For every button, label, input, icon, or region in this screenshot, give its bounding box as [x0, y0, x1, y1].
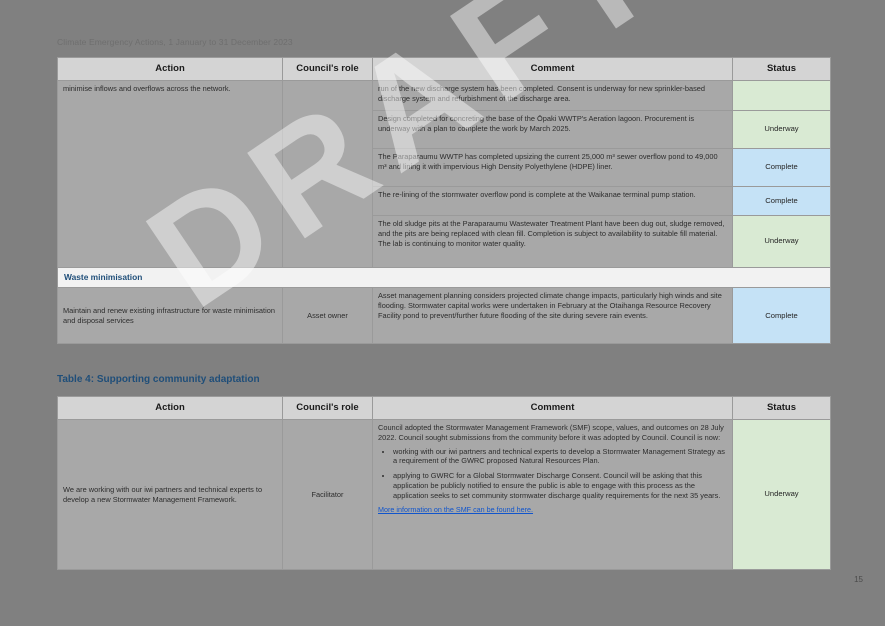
cell-role: Asset owner	[282, 287, 373, 345]
column-header-role: Council's role	[282, 57, 373, 81]
table-row: We are working with our iwi partners and…	[57, 419, 831, 570]
list-item: working with our iwi partners and techni…	[393, 447, 727, 467]
status-badge: Underway	[732, 215, 831, 268]
table-row: Maintain and renew existing infrastructu…	[57, 287, 831, 345]
status-badge: Complete	[732, 148, 831, 187]
comment-intro-text: Council adopted the Stormwater Managemen…	[378, 423, 724, 442]
cell-action: We are working with our iwi partners and…	[57, 419, 283, 570]
cell-comment: The Paraparaumu WWTP has completed upsiz…	[372, 148, 733, 187]
table-supporting-community-adaptation: Action Council's role Comment Status We …	[57, 396, 831, 570]
table-row: Design completed for concreting the base…	[58, 110, 831, 149]
column-header-status: Status	[732, 396, 831, 420]
cell-role: Facilitator	[282, 419, 373, 570]
table-climate-emergency-actions: Action Council's role Comment Status min…	[57, 57, 831, 345]
table-row: minimise inflows and overflows across th…	[57, 80, 831, 268]
cell-comment: Design completed for concreting the base…	[372, 110, 733, 149]
column-header-comment: Comment	[372, 57, 733, 81]
list-item: applying to GWRC for a Global Stormwater…	[393, 471, 727, 500]
table-section-row-waste-minimisation: Waste minimisation	[57, 266, 831, 289]
table-caption-supporting-community-adaptation: Table 4: Supporting community adaptation	[57, 374, 260, 385]
cell-role	[282, 80, 373, 268]
status-badge: Complete	[732, 287, 831, 345]
page-number: 15	[854, 575, 863, 584]
status-badge: Complete	[732, 186, 831, 216]
cell-action: Maintain and renew existing infrastructu…	[57, 287, 283, 345]
cell-comment: The old sludge pits at the Paraparaumu W…	[372, 215, 733, 268]
cell-comment: run of the new discharge system has been…	[372, 80, 733, 111]
status-badge	[732, 80, 831, 111]
cell-comment: Council adopted the Stormwater Managemen…	[372, 419, 733, 570]
table-row: The Paraparaumu WWTP has completed upsiz…	[58, 148, 831, 187]
status-badge: Underway	[732, 419, 831, 570]
column-header-comment: Comment	[372, 396, 733, 420]
column-header-status: Status	[732, 57, 831, 81]
document-header-text: Climate Emergency Actions, 1 January to …	[57, 37, 293, 47]
status-badge: Underway	[732, 110, 831, 149]
table-header-row: Action Council's role Comment Status	[57, 57, 831, 81]
column-header-action: Action	[57, 57, 283, 81]
column-header-role: Council's role	[282, 396, 373, 420]
cell-action: minimise inflows and overflows across th…	[57, 80, 283, 268]
cell-comment: Asset management planning considers proj…	[372, 287, 733, 345]
comment-bullet-list: working with our iwi partners and techni…	[378, 447, 727, 501]
cell-comment: The re-lining of the stormwater overflow…	[372, 186, 733, 216]
table-row: The re-lining of the stormwater overflow…	[58, 186, 831, 216]
smf-information-link[interactable]: More information on the SMF can be found…	[378, 505, 534, 515]
column-header-action: Action	[57, 396, 283, 420]
table-header-row: Action Council's role Comment Status	[57, 396, 831, 420]
section-heading: Waste minimisation	[57, 266, 831, 289]
